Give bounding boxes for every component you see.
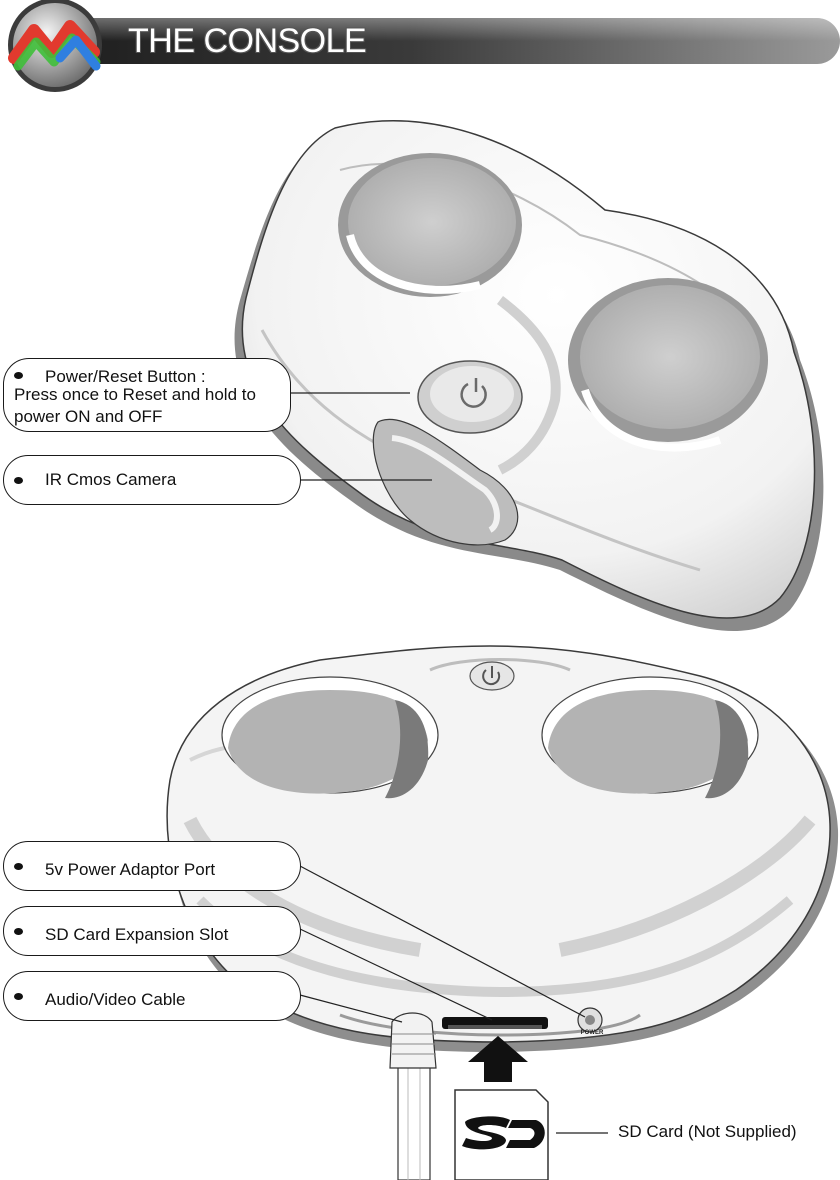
callout-av-cable: Audio/Video Cable <box>3 971 301 1021</box>
av-cable <box>390 1013 436 1180</box>
sd-card <box>455 1090 548 1180</box>
callout-sd-slot: SD Card Expansion Slot <box>3 906 301 956</box>
bullet-icon <box>14 928 23 935</box>
callout-label: SD Card Expansion Slot <box>45 925 228 945</box>
callout-ir-camera: IR Cmos Camera <box>3 455 301 505</box>
power-port-label: POWER <box>576 1025 608 1037</box>
bullet-icon <box>14 477 23 484</box>
callout-description: Press once to Reset and hold to power ON… <box>14 384 256 428</box>
callout-power-reset-button: Power/Reset Button : Press once to Reset… <box>3 358 291 432</box>
callout-label: Audio/Video Cable <box>45 990 186 1010</box>
bullet-icon <box>14 863 23 870</box>
sd-card-caption: SD Card (Not Supplied) <box>618 1122 797 1142</box>
page-title: THE CONSOLE <box>128 22 366 61</box>
bullet-icon <box>14 993 23 1000</box>
bullet-icon <box>14 372 23 379</box>
console-top-view <box>235 121 824 631</box>
callout-label: 5v Power Adaptor Port <box>45 860 215 880</box>
svg-text:POWER: POWER <box>581 1030 604 1036</box>
callout-power-port: 5v Power Adaptor Port <box>3 841 301 891</box>
app-logo-icon <box>8 0 102 92</box>
callout-label: IR Cmos Camera <box>45 470 176 490</box>
